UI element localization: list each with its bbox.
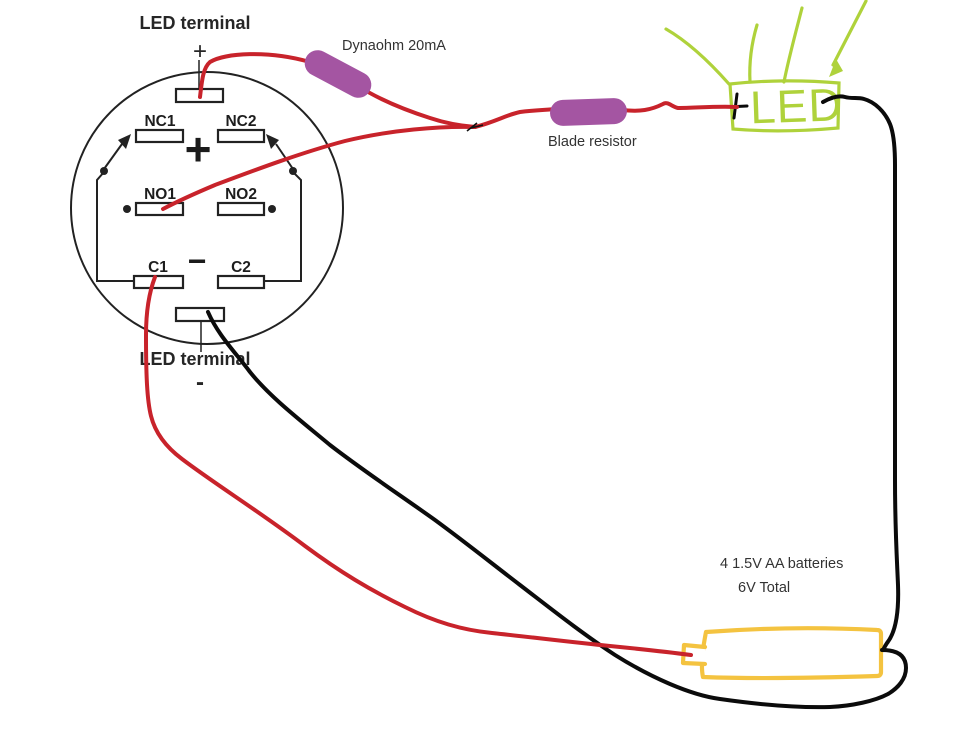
label-c2: C2	[231, 259, 251, 276]
contact-arrow-line-left	[103, 143, 123, 170]
switch-center-plus-symbol: +	[185, 123, 212, 175]
terminal-pad-nc2	[216, 128, 266, 144]
no2-dot	[268, 205, 276, 213]
terminal-pad-nc1	[134, 128, 185, 144]
battery-pack	[680, 626, 884, 681]
label-no1: NO1	[144, 186, 176, 203]
wire-red-c1-to-battery	[143, 275, 693, 657]
wire-junction-mark	[466, 122, 484, 132]
led-minus-terminal-pad	[174, 306, 226, 323]
label-nc1: NC1	[144, 113, 175, 130]
red-wires	[143, 52, 739, 657]
blade-resistor	[550, 98, 627, 126]
wire-red-ledplus-to-dynaohm	[198, 52, 312, 99]
wire-red-dynaohm-to-junction	[356, 84, 477, 129]
terminal-pad-no1	[134, 201, 185, 217]
common-bracket-left	[96, 171, 134, 282]
wire-red-no1-to-junction	[161, 124, 477, 211]
contact-arrow-line-right	[275, 143, 294, 170]
led-box-label: LED	[749, 78, 843, 133]
terminal-pad-no2	[216, 201, 266, 217]
dynaohm-resistor	[304, 50, 372, 98]
pivot-dot-left	[100, 167, 108, 175]
label-c1: C1	[148, 259, 168, 276]
led-terminal-bottom-label: LED terminal	[139, 349, 250, 369]
led-box	[728, 79, 841, 133]
contact-arrowhead-left-icon	[118, 134, 131, 149]
contact-arrowhead-right-icon	[266, 134, 279, 149]
wire-red-blade-to-led	[620, 101, 739, 113]
led-lamp	[664, 0, 868, 133]
battery-label-line2: 6V Total	[738, 580, 790, 596]
switch-minus-symbol: −	[188, 243, 207, 279]
push-button-switch	[70, 60, 344, 352]
label-nc2: NC2	[225, 113, 256, 130]
terminal-pad-c2	[216, 274, 266, 290]
wire-red-junction-to-blade	[473, 107, 558, 129]
led-terminal-top-plus-sign: +	[193, 38, 207, 65]
pivot-dot-right	[289, 167, 297, 175]
black-wires	[206, 92, 909, 710]
common-bracket-right	[265, 171, 302, 282]
wire-black-led-to-battery	[821, 94, 901, 652]
switch-body-circle	[70, 71, 344, 345]
terminal-pad-c1	[132, 274, 185, 290]
led-light-ray-4	[831, 0, 868, 67]
blade-resistor-label: Blade resistor	[548, 134, 637, 150]
led-terminal-top-label: LED terminal	[139, 13, 250, 33]
label-no2: NO2	[225, 186, 257, 203]
led-terminal-bottom-minus-sign: -	[196, 369, 204, 396]
led-light-ray-1	[664, 27, 731, 86]
resistors	[304, 50, 627, 126]
battery-body	[699, 626, 884, 681]
no1-dot	[123, 205, 131, 213]
dynaohm-label: Dynaohm 20mA	[342, 38, 446, 54]
wire-black-switch-to-battery	[206, 310, 909, 710]
led-ray-arrowhead-icon	[829, 59, 843, 77]
battery-label-line1: 4 1.5V AA batteries	[720, 556, 843, 572]
led-light-ray-2	[748, 23, 759, 84]
led-light-ray-3	[782, 6, 804, 84]
